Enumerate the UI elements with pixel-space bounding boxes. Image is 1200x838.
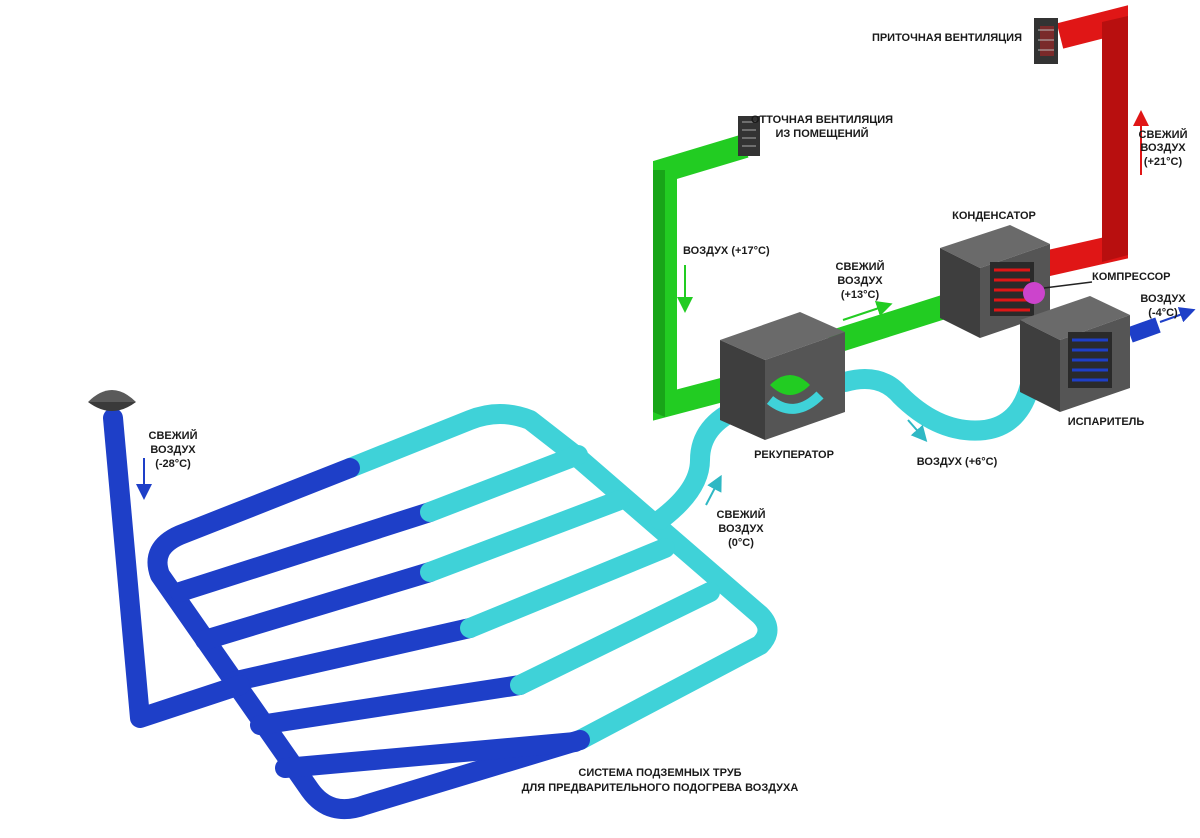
- grid-rung: [195, 562, 440, 650]
- ground-system-label: СИСТЕМА ПОДЗЕМНЫХ ТРУБ: [578, 767, 741, 779]
- compressor-unit: [1023, 281, 1093, 304]
- grid-rung: [460, 538, 675, 638]
- fresh-air-21-label: (+21°С): [1144, 156, 1183, 168]
- evaporator-label: ИСПАРИТЕЛЬ: [1068, 416, 1145, 428]
- grid-frame-blue: [147, 458, 590, 820]
- grid-rung: [170, 502, 440, 602]
- intake-cap-icon: [88, 390, 136, 411]
- recuperator-to-evaporator-pipe: [835, 360, 1052, 441]
- flow-arrow-icon: [705, 474, 722, 506]
- condenser-unit: [940, 225, 1050, 338]
- air-6-label: ВОЗДУХ (+6°С): [917, 456, 998, 468]
- supply-duct-shade: [1102, 16, 1128, 262]
- fresh-air-13-label: (+13°С): [841, 289, 880, 301]
- vent-grille-icon: [1034, 18, 1058, 64]
- flow-arrow-icon: [1159, 307, 1196, 323]
- fresh-air-13-label: ВОЗДУХ: [837, 275, 883, 287]
- intake-riser-pipe: [103, 408, 250, 728]
- underground-pipe-system: [103, 385, 782, 820]
- grid-rung: [420, 445, 588, 522]
- grid-rung: [222, 618, 480, 692]
- compressor-label: КОМПРЕССОР: [1092, 271, 1171, 283]
- air-17-label: ВОЗДУХ (+17°С): [683, 245, 770, 257]
- recuperator-label: РЕКУПЕРАТОР: [754, 449, 834, 461]
- grid-rung: [510, 582, 720, 695]
- fresh-air-minus28-label: (-28°С): [155, 458, 191, 470]
- fresh-air-21-label: СВЕЖИЙ: [1139, 128, 1188, 141]
- flow-arrow-icon: [842, 300, 893, 321]
- exhaust-vent-label: ОТТОЧНАЯ ВЕНТИЛЯЦИЯ: [751, 114, 893, 126]
- grid-rung: [250, 675, 530, 735]
- evaporator-unit: [1020, 296, 1130, 412]
- exhaust-vent-label: ИЗ ПОМЕЩЕНИЙ: [775, 127, 868, 140]
- air-minus4-label: (-4°С): [1148, 307, 1178, 319]
- fresh-air-0-label: (0°С): [728, 537, 754, 549]
- ground-system-label: ДЛЯ ПРЕДВАРИТЕЛЬНОГО ПОДОГРЕВА ВОЗДУХА: [522, 782, 799, 794]
- grid-rung: [420, 490, 630, 582]
- vent-grille-icon: [738, 116, 760, 156]
- recuperator-unit: [720, 312, 845, 440]
- fresh-air-0-label: СВЕЖИЙ: [717, 508, 766, 521]
- air-minus4-label: ВОЗДУХ: [1140, 293, 1186, 305]
- fresh-air-21-label: ВОЗДУХ: [1140, 142, 1186, 154]
- fresh-air-minus28-label: ВОЗДУХ: [150, 444, 196, 456]
- flow-arrow-icon: [907, 419, 928, 443]
- grid-rung: [275, 732, 585, 778]
- supply-vent-label: ПРИТОЧНАЯ ВЕНТИЛЯЦИЯ: [872, 32, 1022, 44]
- grid-frame-cyan: [340, 404, 585, 478]
- condenser-label: КОНДЕНСАТОР: [952, 210, 1036, 222]
- evaporator-outlet-pipe: [1127, 317, 1161, 343]
- fresh-air-13-label: СВЕЖИЙ: [836, 260, 885, 273]
- fresh-air-0-label: ВОЗДУХ: [718, 523, 764, 535]
- grid-frame-right-cyan: [565, 445, 778, 750]
- exhaust-duct-shade: [653, 170, 665, 417]
- fresh-air-minus28-label: СВЕЖИЙ: [149, 429, 198, 442]
